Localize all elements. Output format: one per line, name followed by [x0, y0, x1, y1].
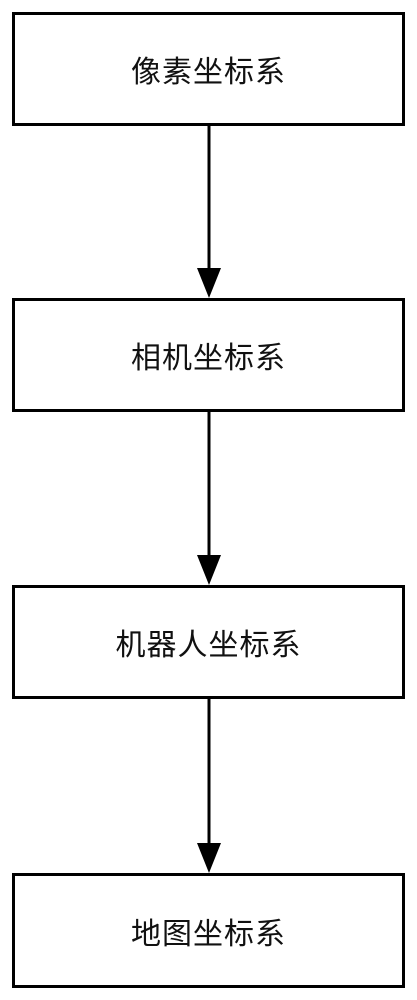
node-pixel-coordinate-system: 像素坐标系: [12, 12, 405, 126]
edge-pixel-to-camera: [197, 126, 221, 298]
node-label: 相机坐标系: [131, 341, 286, 376]
edge-robot-to-map: [197, 699, 221, 873]
node-label: 像素坐标系: [131, 55, 286, 90]
node-robot-coordinate-system: 机器人坐标系: [12, 585, 405, 699]
node-label: 机器人坐标系: [115, 628, 302, 663]
node-label: 地图坐标系: [131, 916, 286, 952]
edge-camera-to-robot: [197, 412, 221, 585]
node-camera-coordinate-system: 相机坐标系: [12, 298, 405, 412]
node-map-coordinate-system: 地图坐标系: [12, 873, 405, 988]
